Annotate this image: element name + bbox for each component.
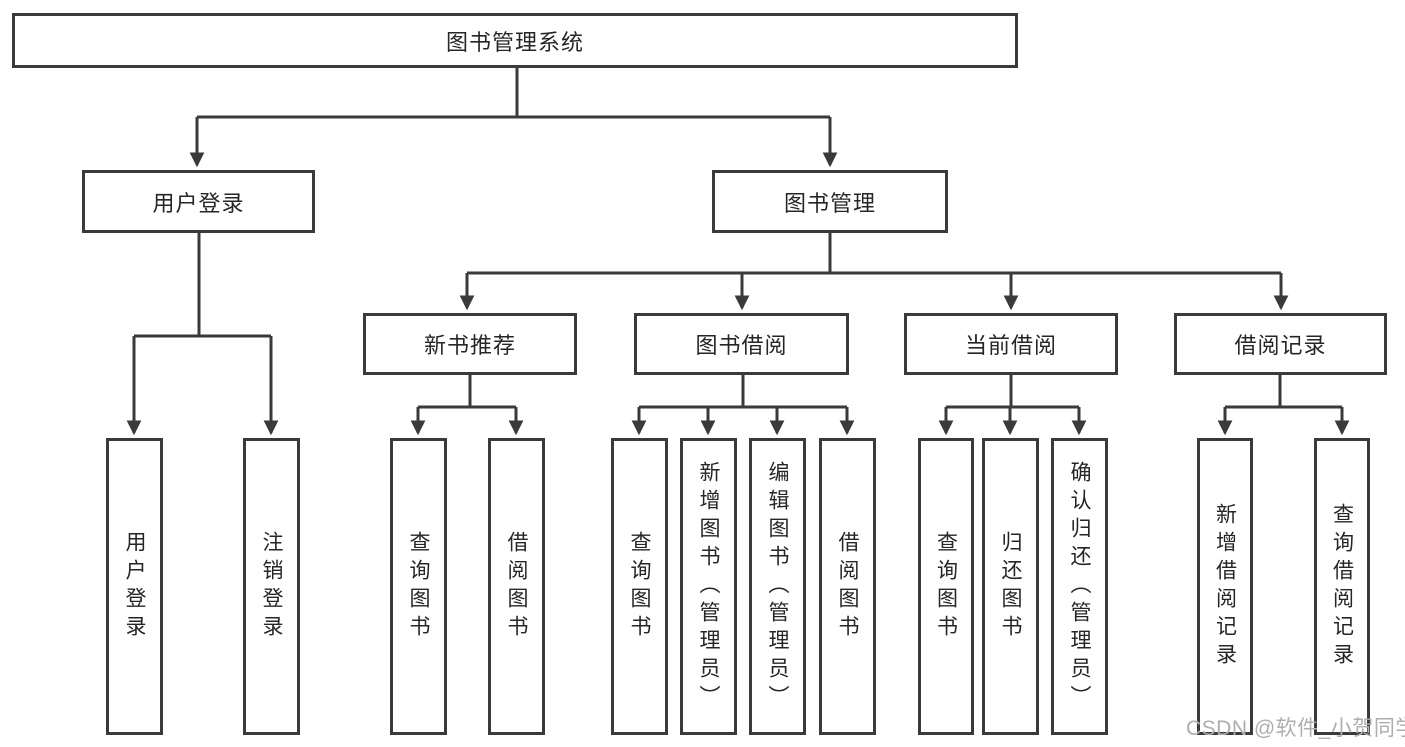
node-root-library-system: 图书管理系统 xyxy=(12,13,1018,68)
leaf-logout: 注销登录 xyxy=(243,438,300,735)
leaf-borrow-book-recommendation: 借阅图书 xyxy=(488,438,545,735)
leaf-borrow-book: 借阅图书 xyxy=(819,438,876,735)
leaf-query-book-recommendation: 查询图书 xyxy=(390,438,447,735)
node-book-management: 图书管理 xyxy=(712,170,948,233)
node-user-login: 用户登录 xyxy=(82,170,315,233)
leaf-return-book: 归还图书 xyxy=(982,438,1039,735)
leaf-add-borrow-record: 新增借阅记录 xyxy=(1197,438,1253,735)
leaf-query-book-borrowing: 查询图书 xyxy=(611,438,668,735)
leaf-confirm-return-admin: 确认归还（管理员） xyxy=(1051,438,1108,735)
node-new-book-recommendation: 新书推荐 xyxy=(363,313,577,375)
leaf-query-book-current: 查询图书 xyxy=(918,438,974,735)
leaf-edit-book-admin: 编辑图书（管理员） xyxy=(749,438,806,735)
leaf-add-book-admin: 新增图书（管理员） xyxy=(680,438,737,735)
node-book-borrowing: 图书借阅 xyxy=(634,313,849,375)
node-borrowing-records: 借阅记录 xyxy=(1174,313,1387,375)
leaf-query-borrow-record: 查询借阅记录 xyxy=(1314,438,1370,735)
leaf-user-login: 用户登录 xyxy=(106,438,163,735)
csdn-watermark: CSDN @软件_小贺同学 xyxy=(1186,717,1405,740)
node-current-borrowing: 当前借阅 xyxy=(904,313,1118,375)
